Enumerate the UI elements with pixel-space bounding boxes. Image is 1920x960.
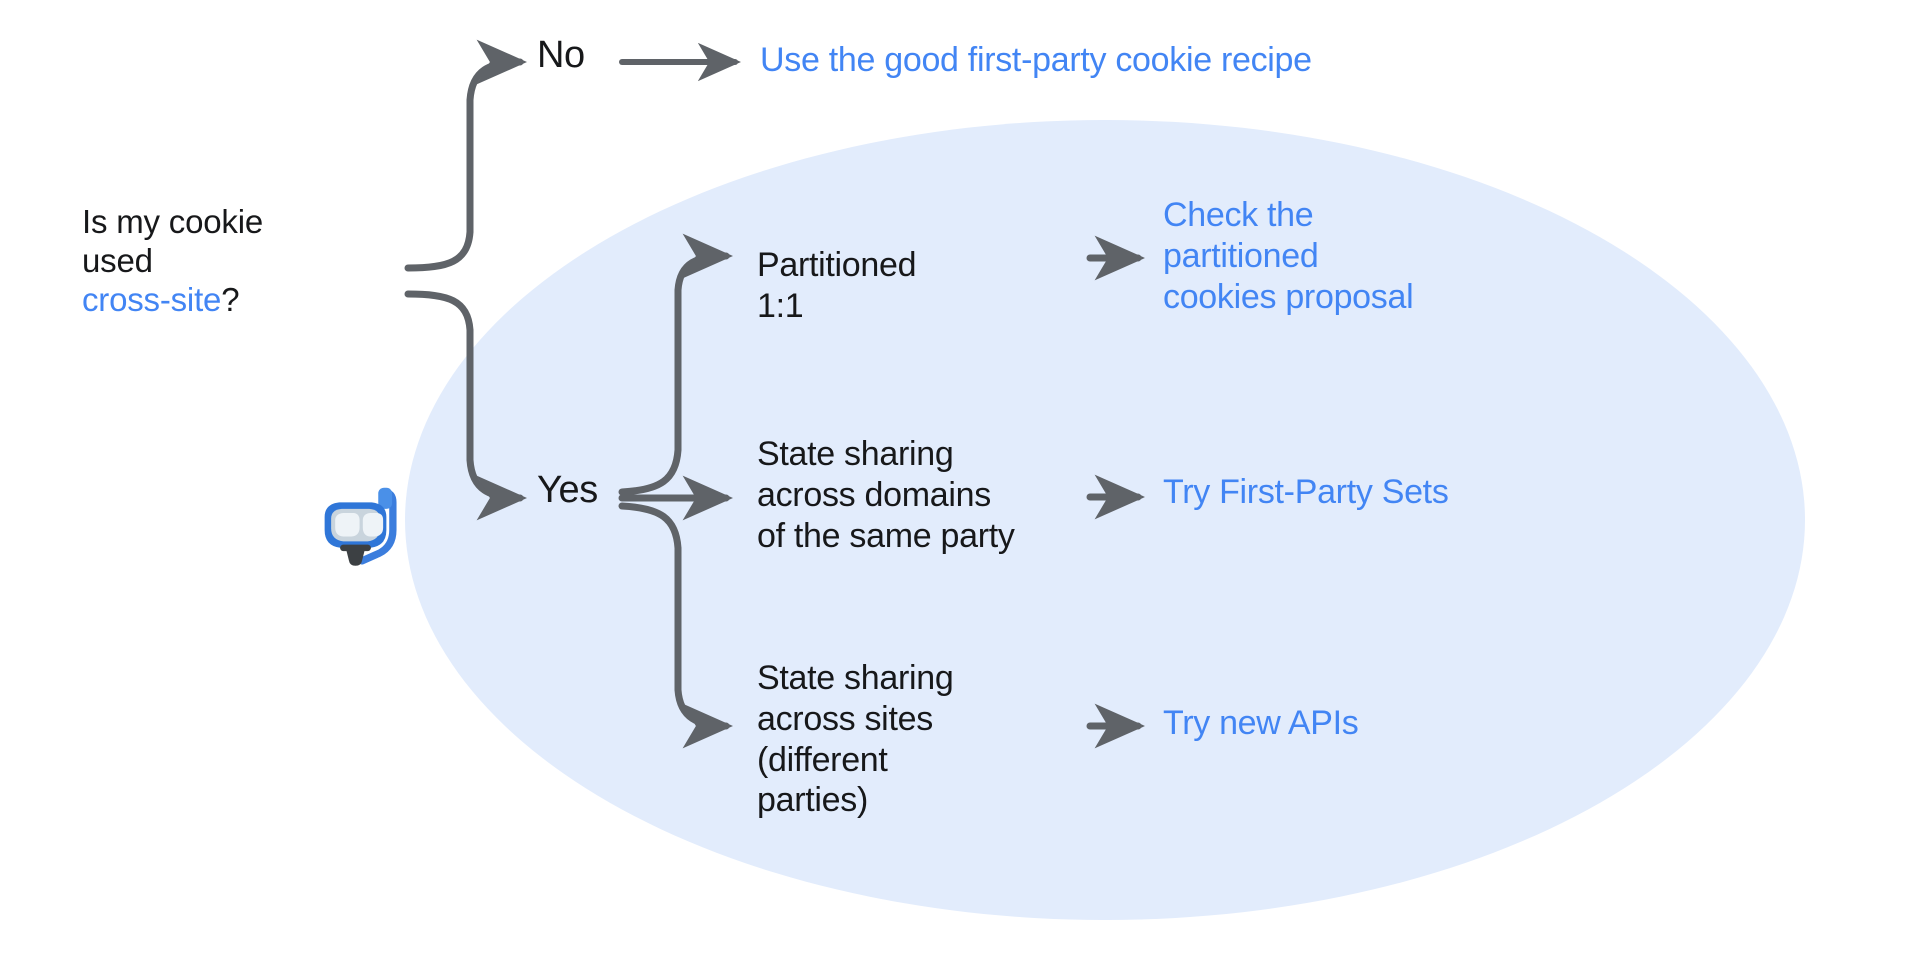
outcome-fps-line-1: Try First-Party Sets: [1163, 473, 1449, 511]
option-partitioned-line-1: Partitioned: [757, 246, 917, 284]
diving-mask-icon: [324, 487, 397, 566]
outcome-try-new-apis[interactable]: Try new APIs: [1163, 703, 1563, 744]
option-partitioned-line-2: 1:1: [757, 286, 804, 325]
question-suffix: ?: [221, 280, 240, 318]
branch-label-no: No: [537, 34, 585, 76]
option-sites-line-2: across sites: [757, 699, 933, 738]
outcome-first-party-sets[interactable]: Try First-Party Sets: [1163, 472, 1623, 513]
outcome-partitioned-line-1: Check the: [1163, 196, 1314, 234]
option-domains-line-1: State sharing: [757, 435, 954, 473]
outcome-partitioned-cookies-proposal[interactable]: Check the partitioned cookies proposal: [1163, 195, 1523, 317]
connector-question-to-no: [404, 39, 528, 272]
option-domains-line-3: of the same party: [757, 516, 1015, 555]
cross-site-highlight-ellipse: [405, 120, 1805, 920]
cross-site-link[interactable]: cross-site: [82, 280, 222, 318]
outcome-first-party-recipe[interactable]: Use the good first-party cookie recipe: [760, 41, 1312, 79]
option-state-sharing-sites: State sharing across sites (different pa…: [757, 658, 1027, 821]
outcome-apis-line-1: Try new APIs: [1163, 704, 1359, 742]
outcome-partitioned-line-2: partitioned: [1163, 236, 1319, 275]
option-sites-line-4: parties): [757, 781, 868, 820]
option-sites-line-3: (different: [757, 740, 888, 779]
question-node: Is my cookie used cross-site?: [82, 203, 362, 320]
question-line-2: used: [82, 241, 153, 279]
outcome-partitioned-line-3: cookies proposal: [1163, 277, 1414, 316]
option-partitioned: Partitioned 1:1: [757, 245, 1017, 327]
option-sites-line-1: State sharing: [757, 659, 954, 697]
question-line-1: Is my cookie: [82, 203, 263, 240]
option-state-sharing-domains: State sharing across domains of the same…: [757, 434, 1077, 556]
branch-label-yes: Yes: [537, 469, 598, 511]
option-domains-line-2: across domains: [757, 475, 991, 514]
